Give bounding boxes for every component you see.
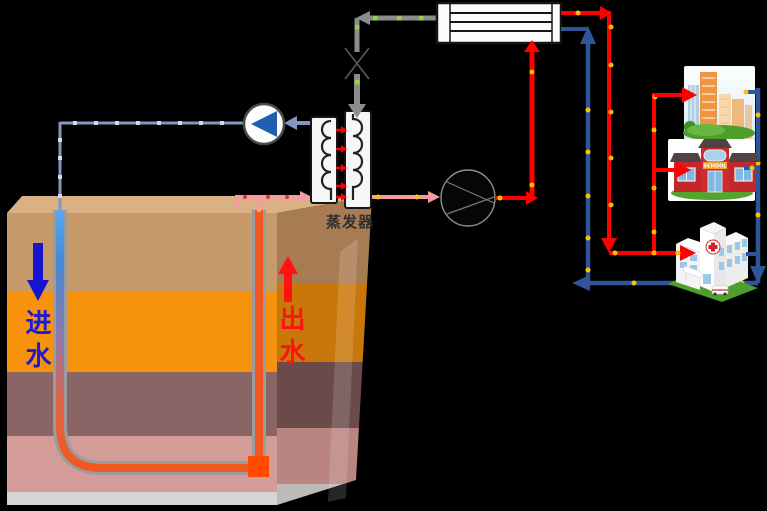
- coil-left: [320, 119, 333, 200]
- outlet-water-label: 出水: [275, 305, 305, 371]
- refrigerant-line: [348, 11, 437, 118]
- inlet-water-label: 进水: [21, 309, 51, 375]
- ground-section: [7, 196, 372, 505]
- pipe-joint: [248, 456, 269, 477]
- heat-transfer-arrows: [336, 126, 347, 201]
- city-buildings-image: [683, 66, 755, 141]
- evaporator-label: 蒸发器: [326, 213, 375, 231]
- source-flow-dots: [58, 121, 224, 198]
- ground-loop-pipe: [53, 210, 269, 477]
- school-sign: [703, 162, 727, 169]
- expansion-valve-icon: [344, 47, 370, 80]
- warm-water-line: [235, 191, 440, 212]
- inlet-arrow-icon: [27, 243, 49, 301]
- school-sign-text: SCHOOL: [703, 164, 727, 170]
- hot-flow-dots: [575, 10, 658, 235]
- evaporator-icon: [310, 110, 372, 209]
- source-water-circuit: [58, 116, 311, 212]
- coil-right: [351, 114, 364, 200]
- compressor-discharge-line: [495, 40, 540, 205]
- outlet-arrow-icon: [278, 256, 298, 302]
- circulation-pump-icon: [242, 102, 286, 146]
- refrigerant-flow-dots: [355, 16, 424, 85]
- compressor-icon: [440, 169, 496, 227]
- hospital-image: [668, 222, 758, 302]
- school-image: SCHOOL: [668, 139, 760, 201]
- condenser-icon: [435, 1, 563, 45]
- hot-supply-line: [561, 6, 658, 255]
- building-branch-arrows: [609, 87, 760, 261]
